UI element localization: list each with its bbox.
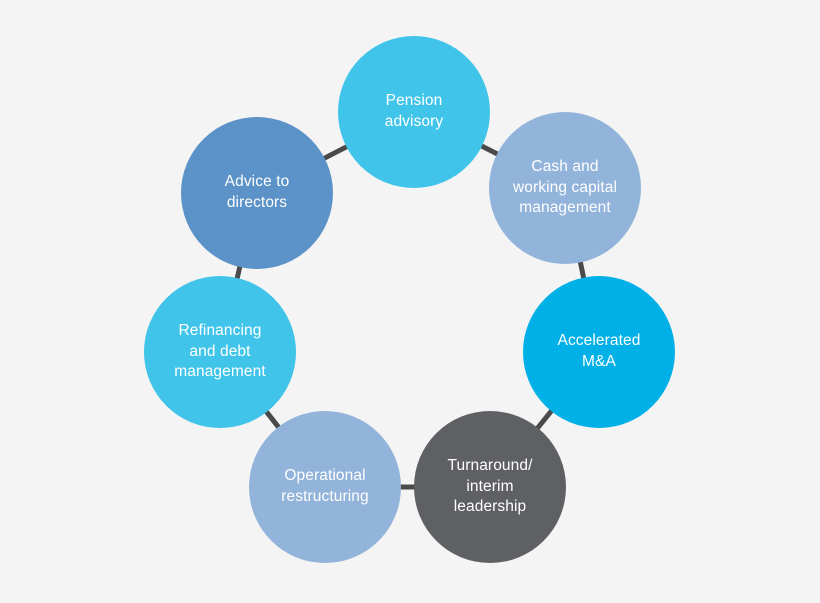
node-operational-restructuring[interactable]: Operational restructuring bbox=[249, 411, 401, 563]
node-advice-to-directors[interactable]: Advice to directors bbox=[181, 117, 333, 269]
node-label: Turnaround/ interim leadership bbox=[447, 457, 533, 516]
node-pension-advisory[interactable]: Pension advisory bbox=[338, 36, 490, 188]
connector-advice-to-directors-to-pension-advisory bbox=[321, 143, 350, 162]
node-cash-and-working-capital-management[interactable]: Cash and working capital management bbox=[489, 112, 641, 264]
connector-operational-restructuring-to-refinancing-and-debt-management bbox=[263, 408, 282, 431]
connector-cash-and-working-capital-management-to-accelerated-m-and-a bbox=[577, 259, 587, 281]
node-accelerated-m-and-a[interactable]: Accelerated M&A bbox=[523, 276, 675, 428]
connector-pension-advisory-to-cash-and-working-capital-management bbox=[478, 143, 501, 157]
node-turnaround-interim-leadership[interactable]: Turnaround/ interim leadership bbox=[414, 411, 566, 563]
node-label: Refinancing and debt management bbox=[174, 322, 266, 381]
node-label: Cash and working capital management bbox=[512, 158, 618, 217]
connector-accelerated-m-and-a-to-turnaround-interim-leadership bbox=[534, 408, 555, 431]
node-label: Accelerated M&A bbox=[557, 332, 641, 370]
node-label: Operational restructuring bbox=[281, 467, 369, 505]
node-label: Advice to directors bbox=[224, 173, 290, 211]
node-refinancing-and-debt-management[interactable]: Refinancing and debt management bbox=[144, 276, 296, 428]
node-label: Pension advisory bbox=[384, 92, 444, 130]
